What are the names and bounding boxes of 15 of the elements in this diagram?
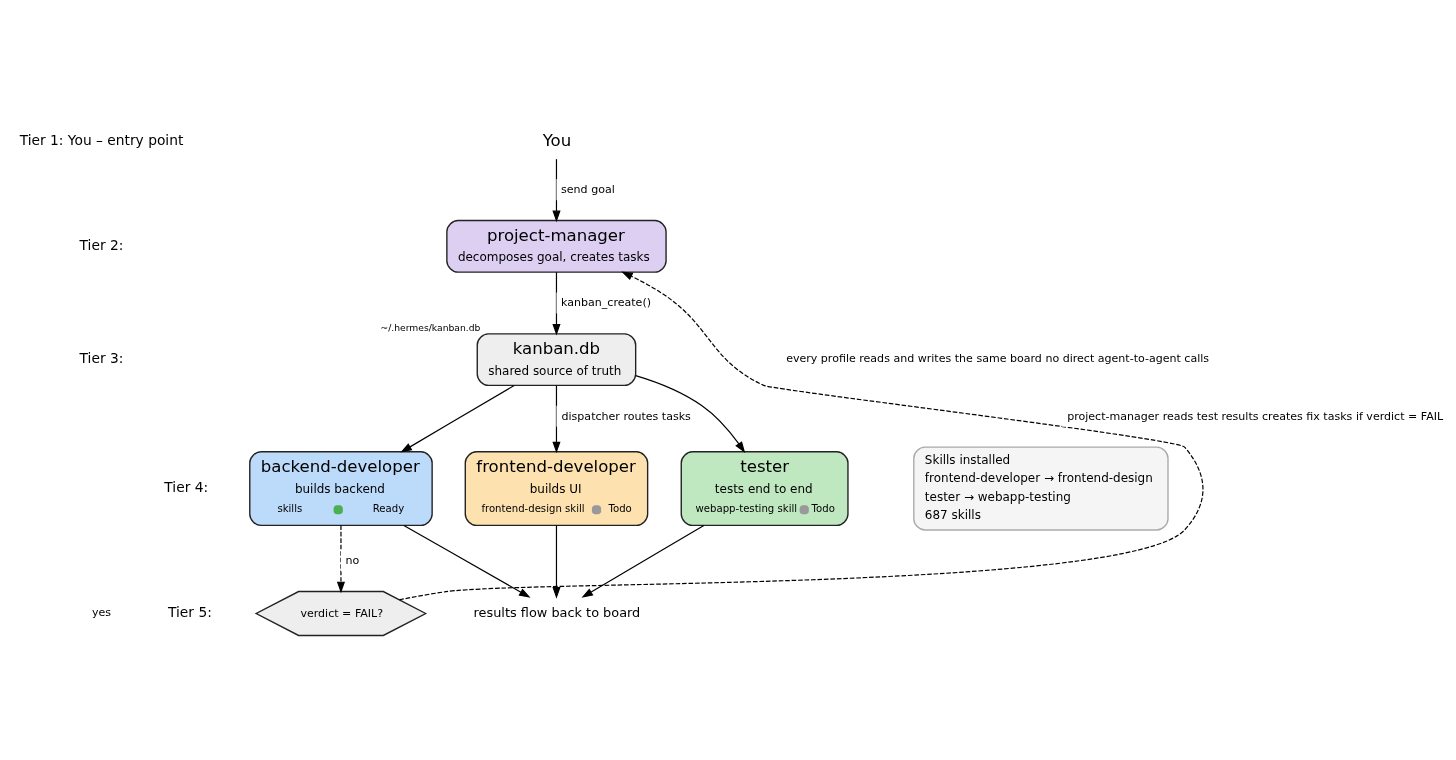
edge-label: no — [345, 553, 360, 567]
label: every profile reads and writes the same board no direct agent-to-agent calls — [786, 351, 1210, 365]
label: Tier 5: — [168, 603, 212, 620]
edge-label: dispatcher routes tasks — [561, 409, 691, 423]
label: Tier 3: — [79, 349, 124, 366]
label: Tier 2: — [79, 236, 124, 253]
node-text: results flow back to board — [473, 604, 641, 620]
node-label: ~/.hermes/kanban.db — [380, 321, 481, 333]
label: Tier 4: — [164, 478, 209, 495]
edge-label: kanban_create() — [561, 295, 652, 309]
edge-label: project-manager reads test results creates fix tasks if verdict = FAIL — [1067, 409, 1444, 423]
label: Tier 1: You – entry point — [19, 131, 184, 148]
node-text: You — [542, 130, 572, 150]
edge-label: send goal — [561, 182, 615, 196]
label: yes — [91, 605, 112, 619]
